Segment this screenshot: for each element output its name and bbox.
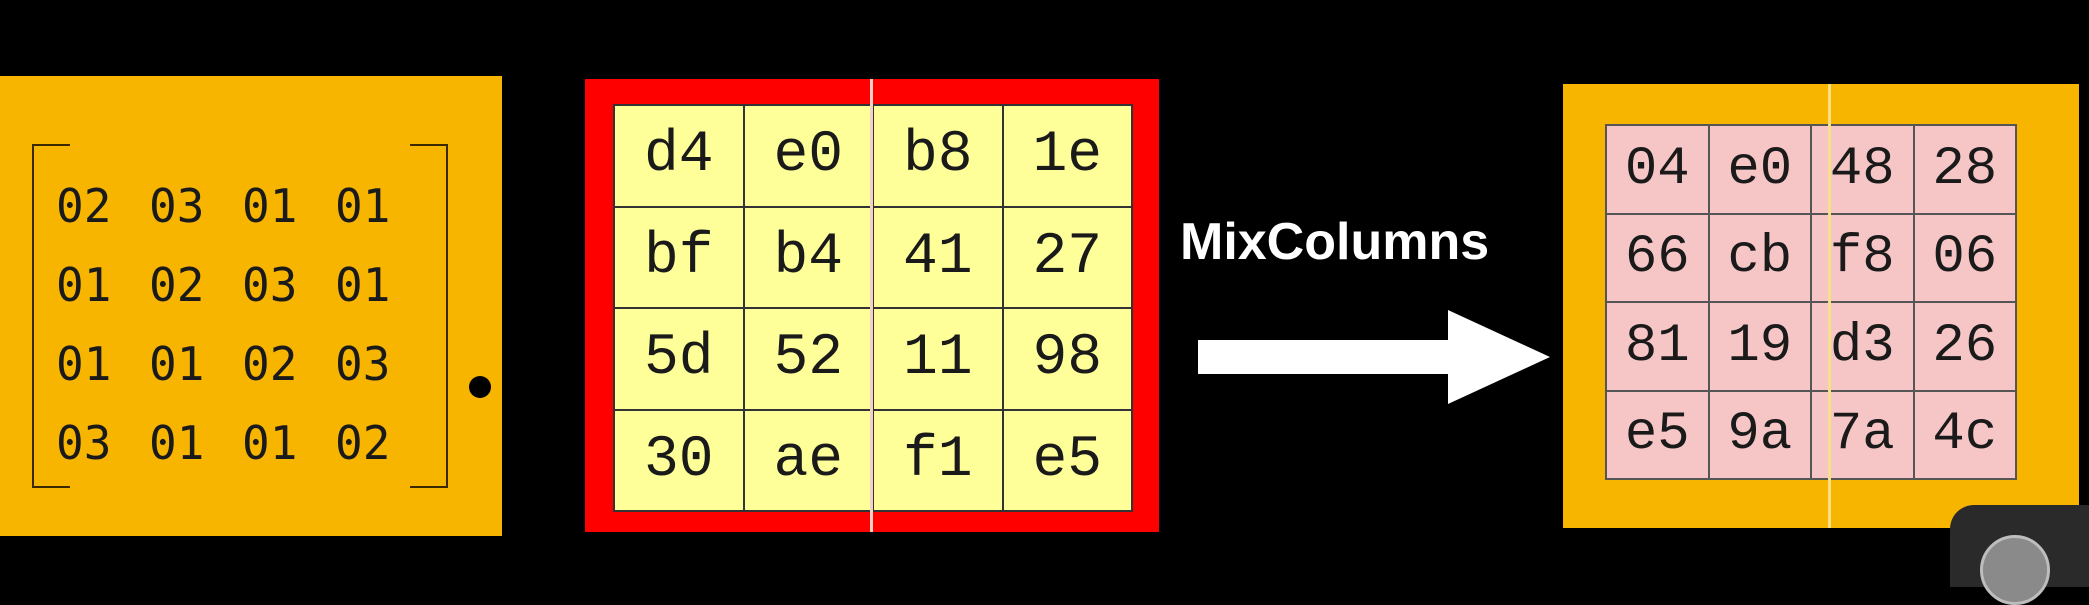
state-cell: bf — [615, 207, 743, 307]
state-cell: b8 — [874, 106, 1002, 206]
state-cell: 1e — [1003, 106, 1131, 206]
result-cell: 81 — [1607, 303, 1708, 390]
state-cell: 98 — [1003, 309, 1131, 409]
mix-matrix-cell: 01 — [335, 257, 391, 312]
state-cell: d4 — [615, 106, 743, 206]
state-matrix-panel: d4 e0 b8 1e bf b4 41 27 5d 52 11 98 30 a… — [585, 79, 1159, 532]
mix-matrix-cell: 03 — [149, 178, 205, 233]
result-cell: e5 — [1607, 391, 1708, 478]
assistive-touch-knob-icon — [1980, 535, 2050, 605]
state-cell: 27 — [1003, 207, 1131, 307]
state-cell: 30 — [615, 410, 743, 510]
result-cell: 9a — [1709, 391, 1810, 478]
result-cell: 66 — [1607, 214, 1708, 301]
state-cell: b4 — [744, 207, 872, 307]
result-cell: 28 — [1914, 126, 2015, 213]
mix-matrix-cell: 01 — [149, 415, 205, 470]
matrix-bracket-left — [32, 144, 70, 488]
state-matrix-grid: d4 e0 b8 1e bf b4 41 27 5d 52 11 98 30 a… — [613, 104, 1133, 512]
state-cell: 52 — [744, 309, 872, 409]
result-column-divider — [1828, 84, 1831, 528]
mix-matrix-grid: 02 03 01 01 01 02 03 01 01 01 02 03 03 0… — [50, 166, 422, 482]
mix-matrix-cell: 02 — [335, 415, 391, 470]
mix-matrix-cell: 01 — [242, 178, 298, 233]
state-cell: 11 — [874, 309, 1002, 409]
mix-matrix-cell: 03 — [335, 336, 391, 391]
mix-matrix-cell: 01 — [335, 178, 391, 233]
dot-operator-icon — [469, 376, 491, 398]
state-cell: 41 — [874, 207, 1002, 307]
mix-matrix-cell: 01 — [242, 415, 298, 470]
state-cell: 5d — [615, 309, 743, 409]
state-cell: e0 — [744, 106, 872, 206]
mix-matrix-cell: 01 — [149, 336, 205, 391]
mix-matrix-cell: 02 — [242, 336, 298, 391]
mix-matrix-cell: 01 — [56, 257, 112, 312]
assistive-touch-button[interactable] — [1950, 505, 2089, 605]
result-matrix-grid: 04 e0 48 28 66 cb f8 06 81 19 d3 26 e5 9… — [1605, 124, 2017, 480]
mix-matrix-panel: 02 03 01 01 01 02 03 01 01 01 02 03 03 0… — [0, 76, 502, 536]
state-cell: f1 — [874, 410, 1002, 510]
matrix-bracket-right — [410, 144, 448, 488]
result-cell: 26 — [1914, 303, 2015, 390]
result-cell: 19 — [1709, 303, 1810, 390]
mix-matrix-cell: 03 — [56, 415, 112, 470]
result-cell: e0 — [1709, 126, 1810, 213]
mix-matrix-cell: 02 — [56, 178, 112, 233]
result-matrix-panel: 04 e0 48 28 66 cb f8 06 81 19 d3 26 e5 9… — [1563, 84, 2079, 528]
result-cell: 06 — [1914, 214, 2015, 301]
result-cell: 4c — [1914, 391, 2015, 478]
result-cell: cb — [1709, 214, 1810, 301]
operation-label: MixColumns — [1180, 213, 1490, 271]
mix-matrix-cell: 02 — [149, 257, 205, 312]
result-cell: 04 — [1607, 126, 1708, 213]
mix-matrix-cell: 01 — [56, 336, 112, 391]
state-cell: e5 — [1003, 410, 1131, 510]
state-cell: ae — [744, 410, 872, 510]
mix-matrix-cell: 03 — [242, 257, 298, 312]
right-arrow-icon — [1198, 310, 1550, 404]
state-column-divider — [870, 79, 873, 532]
